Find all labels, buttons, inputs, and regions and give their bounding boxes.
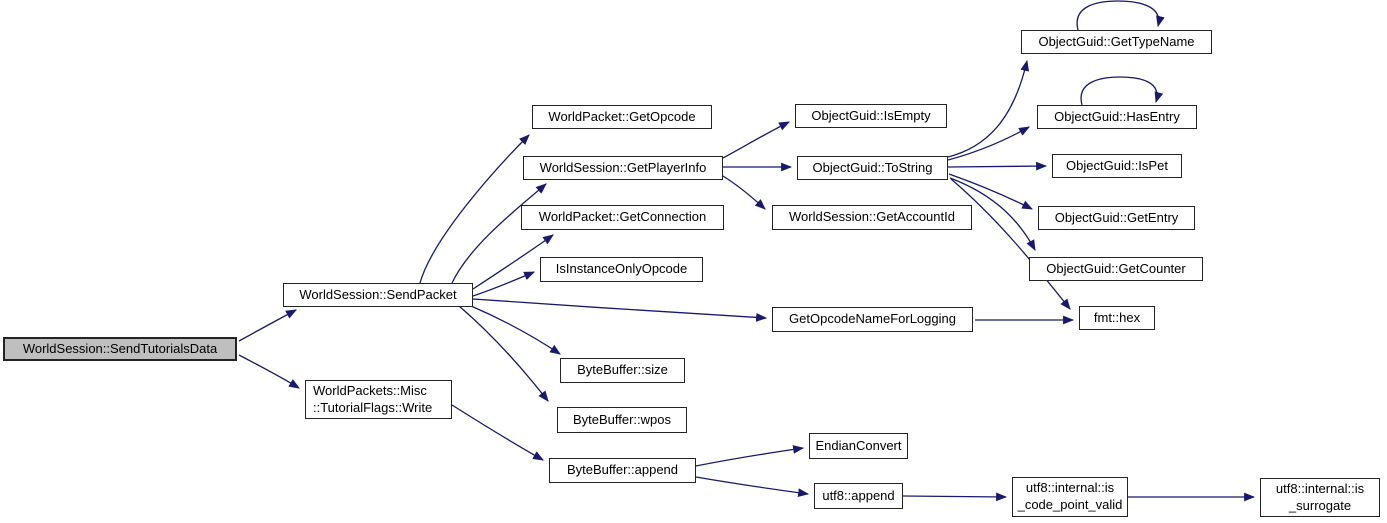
edge-has-entry-self-loop [1080,76,1164,106]
node-objectguid-hasentry[interactable]: ObjectGuid::HasEntry [1037,105,1197,129]
node-objectguid-getcounter[interactable]: ObjectGuid::GetCounter [1029,257,1203,281]
node-objectguid-getentry[interactable]: ObjectGuid::GetEntry [1038,206,1195,230]
edge-bytebuffer-append-utf8-append [695,476,810,498]
node-bytebuffer-size[interactable]: ByteBuffer::size [560,358,685,383]
node-worldpackets-misc-tutorialflags-write[interactable]: WorldPackets::Misc ::TutorialFlags::Writ… [305,380,452,419]
node-utf8-internal-is-surrogate[interactable]: utf8::internal::is _surrogate [1260,478,1380,517]
edge-send-packet-is-instance-only-opcode [472,271,536,297]
edge-send-packet-get-connection [472,234,554,290]
edge-send-packet-get-player-info [451,183,547,284]
edge-get-player-info-is-empty [722,121,790,159]
edge-utf8-append-is-code-point-valid [902,492,1008,502]
edge-tutorial-flags-write-bytebuffer-append [451,404,544,461]
edge-to-string-is-pet [947,161,1048,171]
edge-send-packet-get-opcode [419,134,530,284]
node-endianconvert[interactable]: EndianConvert [809,433,908,459]
edge-send-packet-get-opcode-name-for-logging [472,298,768,322]
edge-bytebuffer-append-endian-convert [695,445,805,467]
edge-to-string-fmt-hex [950,178,1071,310]
edge-to-string-has-entry [947,126,1030,161]
node-worldpacket-getopcode[interactable]: WorldPacket::GetOpcode [532,105,712,129]
node-utf8-internal-is-code-point-valid[interactable]: utf8::internal::is _code_point_valid [1012,477,1128,517]
node-isinstanceonlyopcode[interactable]: IsInstanceOnlyOpcode [540,257,703,282]
node-worldsession-getaccountid[interactable]: WorldSession::GetAccountId [772,205,972,230]
node-bytebuffer-wpos[interactable]: ByteBuffer::wpos [557,407,687,433]
node-worldsession-sendtutorialsdata[interactable]: WorldSession::SendTutorialsData [3,337,237,361]
node-worldpacket-getconnection[interactable]: WorldPacket::GetConnection [521,205,724,230]
edge-to-string-get-type-name [947,59,1030,158]
node-bytebuffer-append[interactable]: ByteBuffer::append [549,458,696,483]
edge-send-tutorials-data-tutorial-flags-write [238,354,300,389]
edge-to-string-get-counter [949,177,1036,251]
node-worldsession-sendpacket[interactable]: WorldSession::SendPacket [283,283,473,307]
edge-get-type-name-self-loop [1076,0,1165,31]
edge-send-packet-bytebuffer-size [470,305,561,355]
node-utf8-append[interactable]: utf8::append [814,483,903,509]
node-objectguid-ispet[interactable]: ObjectGuid::IsPet [1052,154,1182,178]
node-fmt-hex[interactable]: fmt::hex [1079,306,1155,330]
node-objectguid-gettypename[interactable]: ObjectGuid::GetTypeName [1021,30,1212,54]
node-getopcodenameforlogging[interactable]: GetOpcodeNameForLogging [772,307,973,332]
node-worldsession-getplayerinfo[interactable]: WorldSession::GetPlayerInfo [523,156,723,180]
node-objectguid-isempty[interactable]: ObjectGuid::IsEmpty [795,104,947,128]
edge-to-string-get-entry [948,173,1033,210]
edge-get-player-info-get-account-id [722,175,766,210]
edge-send-packet-bytebuffer-wpos [458,305,549,402]
edge-send-tutorials-data-send-packet [238,309,297,342]
node-objectguid-tostring[interactable]: ObjectGuid::ToString [797,156,948,180]
